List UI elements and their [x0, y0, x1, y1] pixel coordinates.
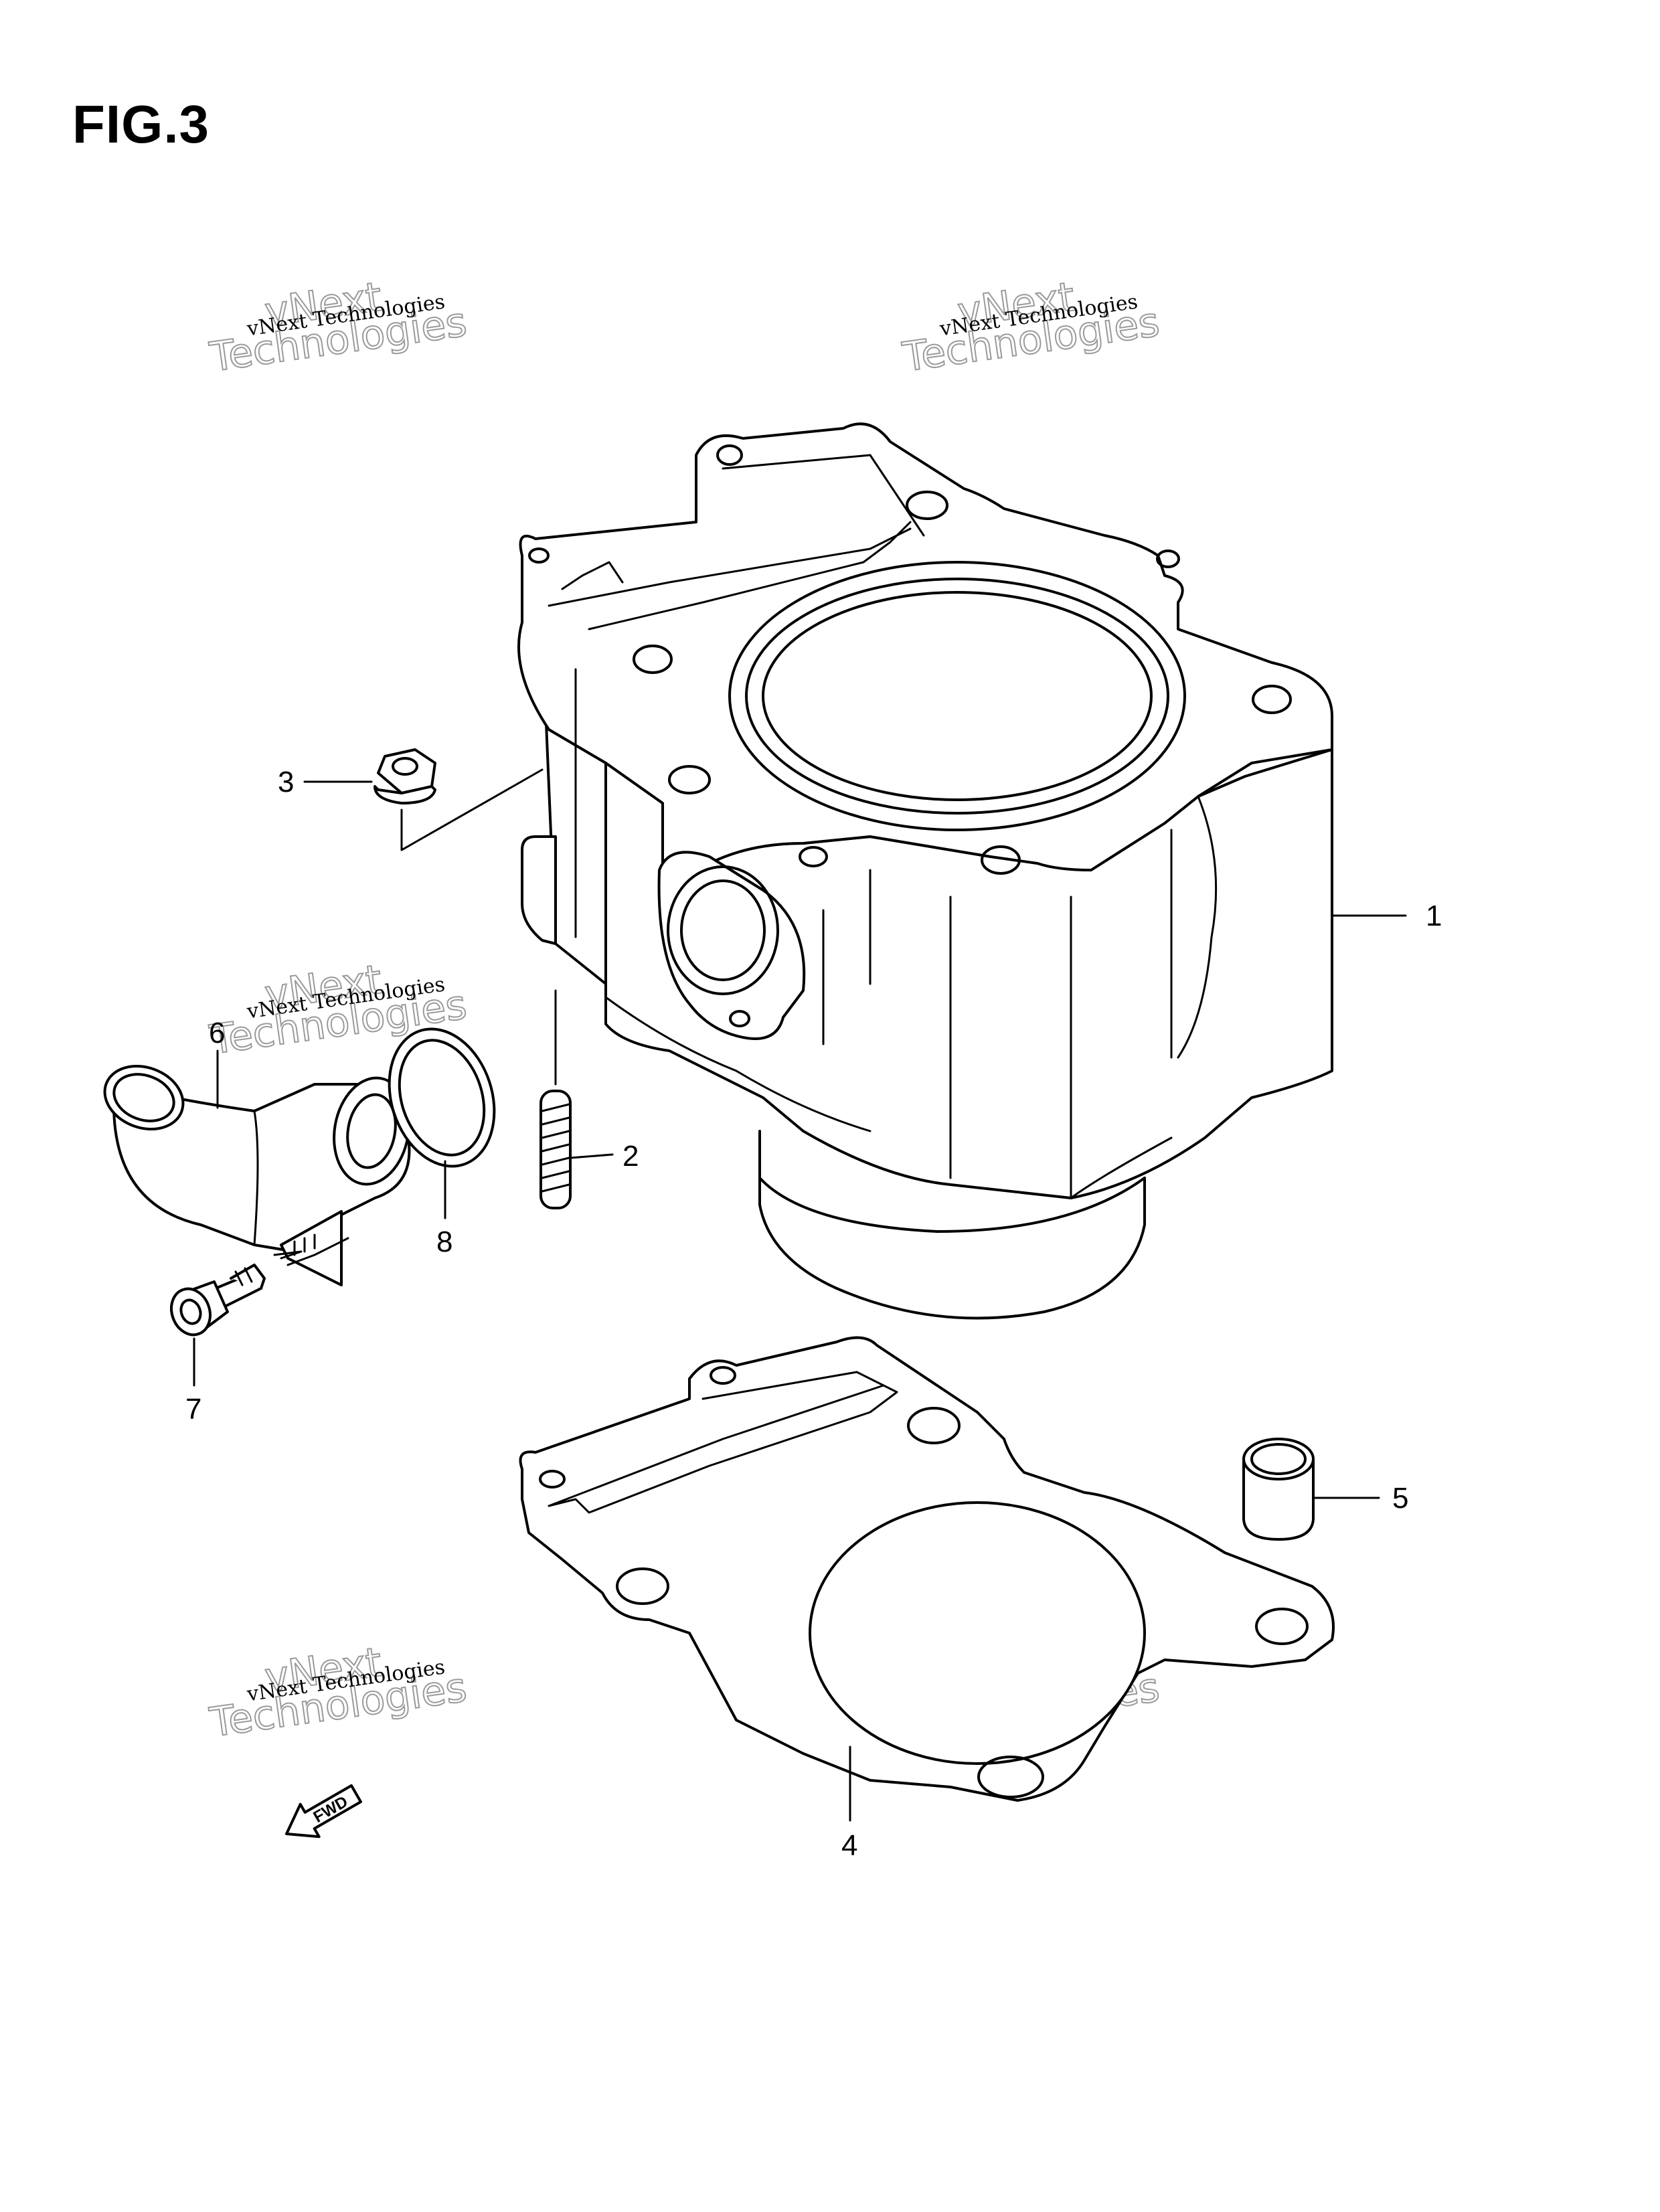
callout-7[interactable]: 7 [185, 1393, 201, 1426]
watermark-bottom-left: Technologies vNext vNext Technologies [206, 1638, 470, 1748]
bolt-part-7 [170, 1237, 349, 1337]
callout-8[interactable]: 8 [436, 1225, 452, 1258]
callout-5[interactable]: 5 [1392, 1482, 1408, 1515]
cylinder-part-1 [517, 422, 1333, 1320]
watermark-top-center: Technologies vNext vNext Technologies [899, 273, 1163, 382]
o-ring-part-8 [388, 1027, 496, 1168]
callout-2[interactable]: 2 [622, 1140, 639, 1173]
nut-part-3 [374, 748, 544, 851]
callout-3[interactable]: 3 [278, 766, 294, 798]
fwd-arrow-icon: FWD [285, 1784, 362, 1839]
cylinder-gasket-part-4 [519, 1336, 1335, 1802]
callout-6[interactable]: 6 [209, 1017, 225, 1049]
water-inlet-pipe-part-6 [103, 1064, 411, 1286]
stud-part-2 [540, 989, 572, 1209]
figure-title: FIG.3 [72, 94, 210, 154]
watermark-top-left: Technologies vNext vNext Technologies [206, 273, 470, 382]
dowel-pin-part-5 [1242, 1438, 1315, 1541]
callout-4[interactable]: 4 [841, 1829, 857, 1862]
callout-1[interactable]: 1 [1426, 900, 1442, 932]
leader-line-2 [569, 1153, 614, 1159]
